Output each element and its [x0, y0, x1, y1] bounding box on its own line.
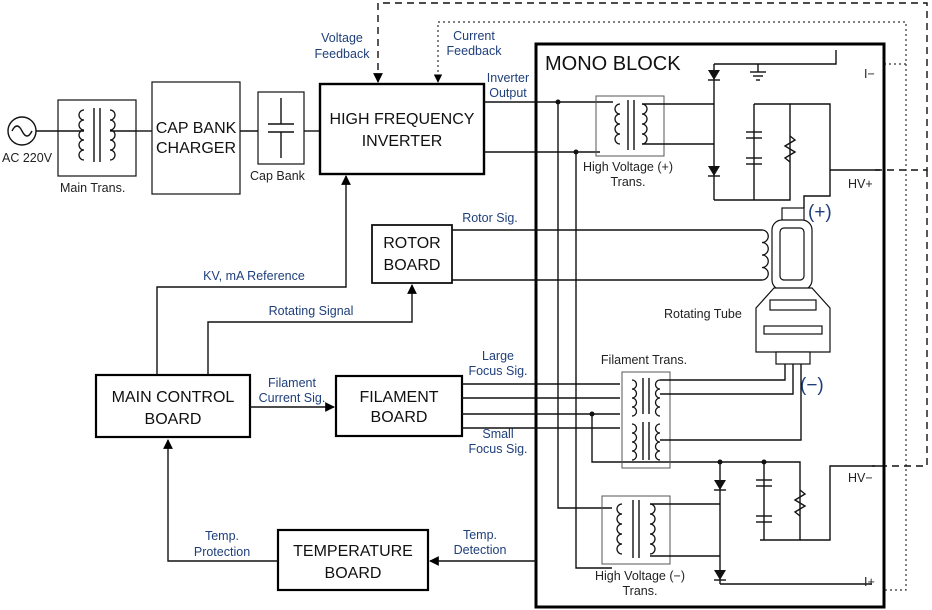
svg-text:BOARD: BOARD	[145, 411, 202, 428]
svg-text:HIGH FREQUENCY: HIGH FREQUENCY	[330, 111, 475, 128]
voltage-feedback-label: Voltage	[321, 31, 363, 45]
filament-board-block: FILAMENT BOARD	[334, 374, 464, 438]
large-focus-label-2: Focus Sig.	[468, 364, 527, 378]
main-control-block: MAIN CONTROL BOARD	[94, 373, 252, 439]
small-focus-label: Small	[482, 427, 513, 441]
rotating-tube-icon	[755, 207, 831, 378]
rotating-signal-line	[207, 284, 417, 375]
main-trans-label: Main Trans.	[60, 181, 125, 195]
filament-transformer-icon	[621, 371, 671, 469]
svg-text:CAP BANK: CAP BANK	[156, 120, 237, 137]
temperature-board-block: TEMPERATURE BOARD	[276, 528, 430, 592]
anode-sign: (+)	[808, 202, 832, 223]
large-focus-label: Large	[482, 349, 514, 363]
cap-bank-icon	[257, 91, 305, 165]
svg-text:BOARD: BOARD	[371, 409, 428, 426]
current-feedback-line	[433, 21, 907, 83]
current-feedback-label-2: Feedback	[447, 44, 503, 58]
kv-ma-reference-line	[156, 175, 351, 375]
rotor-board-block: ROTOR BOARD	[371, 224, 453, 284]
small-focus-label-2: Focus Sig.	[468, 442, 527, 456]
filament-current-label: Filament	[268, 376, 316, 390]
hv-pos-trans-label: High Voltage (+)	[583, 160, 673, 174]
temp-protection-label-2: Protection	[194, 545, 250, 559]
voltage-feedback-label-2: Feedback	[315, 47, 371, 61]
svg-text:INVERTER: INVERTER	[362, 133, 443, 150]
rotating-tube-label: Rotating Tube	[664, 307, 742, 321]
hv-neg-trans-label-2: Trans.	[623, 584, 658, 598]
rotating-signal-label: Rotating Signal	[269, 304, 354, 318]
temp-detection-label-2: Detection	[454, 543, 507, 557]
svg-text:MAIN CONTROL: MAIN CONTROL	[112, 389, 235, 406]
svg-text:BOARD: BOARD	[325, 565, 382, 582]
inverter-output-label: Inverter	[487, 71, 529, 85]
temp-protection-label: Temp.	[205, 529, 239, 543]
i-minus-label: I−	[864, 67, 875, 81]
ac-source-icon	[7, 116, 37, 146]
ac-label: AC 220V	[2, 151, 53, 165]
filament-trans-label: Filament Trans.	[601, 353, 687, 367]
svg-text:ROTOR: ROTOR	[383, 235, 440, 252]
rotor-sig-label: Rotor Sig.	[462, 211, 518, 225]
hv-neg-transformer-icon	[601, 495, 671, 565]
hv-neg-trans-label: High Voltage (−)	[595, 569, 685, 583]
inverter-output-label-2: Output	[489, 86, 527, 100]
kv-ma-label: KV, mA Reference	[203, 269, 305, 283]
i-plus-label: I+	[864, 575, 875, 589]
mono-block: MONO BLOCK	[534, 42, 886, 609]
cap-bank-label: Cap Bank	[250, 169, 306, 183]
svg-text:BOARD: BOARD	[384, 257, 441, 274]
svg-text:CHARGER: CHARGER	[156, 140, 236, 157]
cap-bank-charger-block: CAP BANK CHARGER	[151, 81, 241, 195]
hv-plus-label: HV+	[848, 177, 873, 191]
svg-text:TEMPERATURE: TEMPERATURE	[293, 543, 413, 560]
svg-text:FILAMENT: FILAMENT	[359, 389, 438, 406]
temp-detection-label: Temp.	[463, 528, 497, 542]
hv-pos-transformer-icon	[595, 95, 665, 157]
svg-text:MONO BLOCK: MONO BLOCK	[545, 53, 681, 75]
filament-current-label-2: Current Sig.	[259, 391, 326, 405]
cathode-sign: (−)	[800, 375, 824, 396]
main-transformer-icon	[57, 99, 137, 177]
voltage-feedback-line	[373, 2, 928, 171]
hf-inverter-block: HIGH FREQUENCY INVERTER	[318, 82, 486, 176]
temp-protection-line	[163, 439, 278, 562]
current-feedback-label: Current	[453, 29, 495, 43]
hv-pos-trans-label-2: Trans.	[611, 175, 646, 189]
hv-minus-label: HV−	[848, 471, 873, 485]
